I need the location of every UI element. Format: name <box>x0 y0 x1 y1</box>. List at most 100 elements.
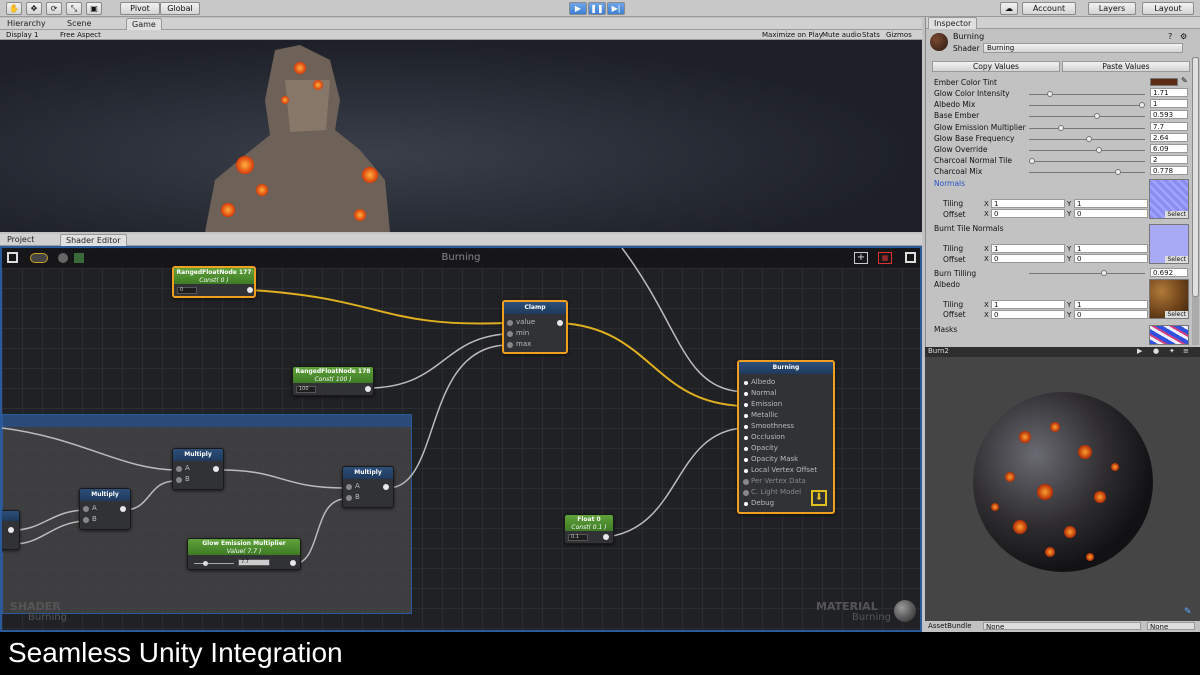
output-port[interactable] <box>557 320 563 326</box>
maximize-toggle[interactable]: Maximize on Play <box>762 31 823 39</box>
rect-tool-icon[interactable]: ▣ <box>86 2 102 15</box>
preview-light-icon[interactable]: ✦ <box>1169 347 1175 355</box>
slider-knob[interactable] <box>1096 147 1103 153</box>
shader-dropdown[interactable]: Burning <box>983 43 1183 53</box>
output-port[interactable] <box>247 287 253 293</box>
inspector-scrollbar[interactable] <box>1192 57 1199 345</box>
slider-knob[interactable] <box>1100 270 1107 276</box>
slider-knob[interactable] <box>1046 91 1053 97</box>
property-value[interactable]: 6.09 <box>1150 144 1188 153</box>
rotate-tool-icon[interactable]: ⟳ <box>46 2 62 15</box>
cloud-icon[interactable]: ☁ <box>1000 2 1018 15</box>
albedo-offset-x[interactable]: 0 <box>991 310 1065 319</box>
assetbundle-dropdown[interactable]: None <box>983 622 1141 631</box>
tag-icon[interactable]: ✎ <box>1184 607 1192 617</box>
preview-menu-icon[interactable]: ≡ <box>1183 347 1189 355</box>
property-slider[interactable] <box>1029 135 1145 142</box>
variant-dropdown[interactable]: None <box>1147 622 1195 631</box>
layers-dropdown[interactable]: Layers <box>1088 2 1136 15</box>
preview-panel[interactable]: Burn2 ▶ ● ✦ ≡ ✎ AssetBundle None None <box>925 347 1200 632</box>
ember-color-swatch[interactable] <box>1150 78 1178 86</box>
normals-offset-x[interactable]: 0 <box>991 209 1065 218</box>
property-slider[interactable] <box>1029 113 1145 120</box>
gear-icon[interactable]: ⚙ <box>1180 32 1188 41</box>
output-input-port[interactable] <box>743 446 749 452</box>
tab-game[interactable]: Game <box>126 18 162 30</box>
output-input-port[interactable] <box>743 391 749 397</box>
clamp-node[interactable]: Clamp value min max <box>502 300 568 354</box>
output-port[interactable] <box>290 560 296 566</box>
property-slider[interactable] <box>1029 169 1145 176</box>
add-node-icon[interactable]: + <box>854 252 868 264</box>
output-port[interactable] <box>8 527 14 533</box>
slider-knob[interactable] <box>1093 113 1100 120</box>
hand-tool-icon[interactable]: ✋ <box>6 2 22 15</box>
output-input-port[interactable] <box>743 380 749 386</box>
albedo-texture-slot[interactable]: Select <box>1149 279 1189 319</box>
palette-icon[interactable]: ▦ <box>878 252 892 264</box>
offscreen-node[interactable] <box>2 510 20 550</box>
property-value[interactable]: 7.7 <box>1150 121 1188 131</box>
maximize-right-icon[interactable] <box>905 252 916 263</box>
output-input-port[interactable] <box>743 402 749 408</box>
step-icon[interactable]: ▶| <box>607 2 625 15</box>
value-field[interactable]: 7.7 <box>238 559 270 566</box>
property-slider[interactable] <box>1029 102 1145 109</box>
value-slider[interactable] <box>194 563 234 564</box>
max-port[interactable] <box>507 342 513 348</box>
gizmos-dropdown[interactable]: Gizmos <box>886 31 912 39</box>
comment-group[interactable] <box>2 414 412 614</box>
b-port[interactable] <box>176 477 182 483</box>
tab-hierarchy[interactable]: Hierarchy <box>7 19 46 28</box>
output-port[interactable] <box>603 534 609 540</box>
tab-project[interactable]: Project <box>7 235 35 244</box>
property-value[interactable]: 2.64 <box>1150 132 1188 142</box>
burn-tilling-value[interactable]: 0.692 <box>1150 268 1188 277</box>
a-port[interactable] <box>83 506 89 512</box>
output-input-port[interactable] <box>743 479 749 485</box>
slider-knob[interactable] <box>1086 135 1093 142</box>
aspect-dropdown[interactable]: Free Aspect <box>60 31 101 39</box>
preview-play-icon[interactable]: ▶ <box>1137 347 1143 355</box>
burn-tilling-slider[interactable] <box>1029 270 1145 276</box>
output-input-port[interactable] <box>743 435 749 441</box>
slider-knob[interactable] <box>1139 102 1145 109</box>
property-value[interactable]: 0.593 <box>1150 110 1188 120</box>
burnt-offset-y[interactable]: 0 <box>1074 254 1148 263</box>
slider-knob[interactable] <box>1114 169 1121 176</box>
eyedropper-icon[interactable]: ✎ <box>1181 76 1188 85</box>
mute-toggle[interactable]: Mute audio <box>822 31 862 39</box>
albedo-offset-y[interactable]: 0 <box>1074 310 1148 319</box>
b-port[interactable] <box>83 517 89 523</box>
burnt-normals-texture-slot[interactable]: Select <box>1149 224 1189 264</box>
tab-inspector[interactable]: Inspector <box>928 17 978 29</box>
value-field[interactable]: 0.1 <box>568 534 588 541</box>
normals-texture-slot[interactable]: Select <box>1149 179 1189 219</box>
tab-shader-editor[interactable]: Shader Editor <box>60 234 127 246</box>
maximize-icon[interactable] <box>7 252 18 263</box>
game-viewport[interactable] <box>0 40 922 232</box>
output-input-port[interactable] <box>743 468 749 474</box>
property-slider[interactable] <box>1029 158 1145 165</box>
tab-scene[interactable]: Scene <box>67 19 92 28</box>
property-slider[interactable] <box>1029 124 1145 131</box>
masks-texture-slot[interactable] <box>1149 325 1189 345</box>
output-input-port[interactable] <box>743 501 749 507</box>
layout-dropdown[interactable]: Layout <box>1142 2 1194 15</box>
multiply-node[interactable]: Multiply A B <box>79 488 131 530</box>
value-field[interactable]: 100 <box>296 386 316 393</box>
scrollbar-thumb[interactable] <box>1192 57 1199 297</box>
slider-knob[interactable] <box>1029 158 1035 165</box>
output-input-port[interactable] <box>743 424 749 430</box>
stats-toggle[interactable]: Stats <box>862 31 880 39</box>
normals-tiling-y[interactable]: 1 <box>1074 199 1148 208</box>
output-input-port[interactable] <box>743 490 749 496</box>
multiply-node[interactable]: Multiply A B <box>342 466 394 508</box>
download-icon[interactable]: ⬇ <box>811 490 827 506</box>
burnt-offset-x[interactable]: 0 <box>991 254 1065 263</box>
value-slider-knob[interactable] <box>203 561 208 566</box>
